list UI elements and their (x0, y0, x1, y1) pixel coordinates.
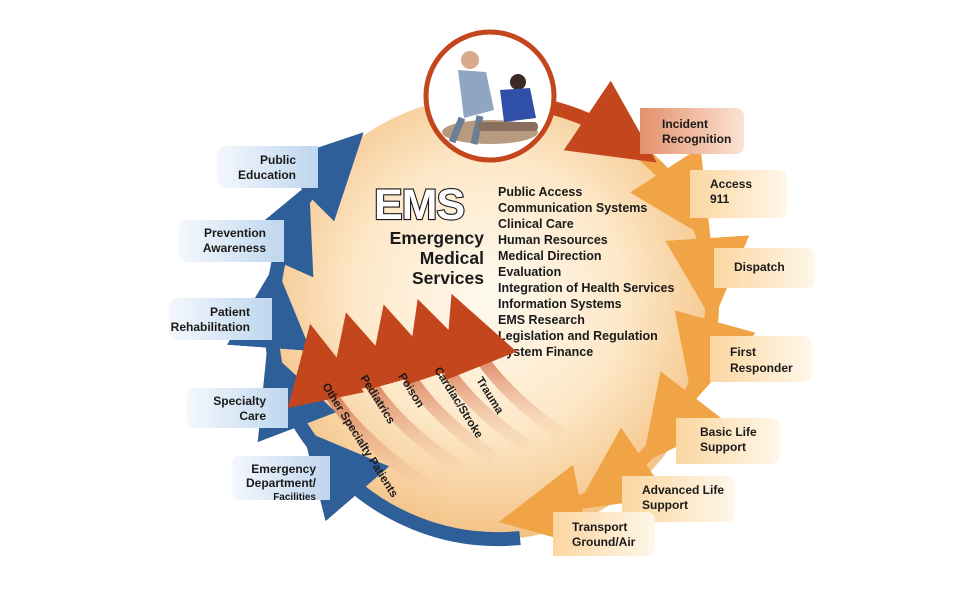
step-basic-life-support: Basic Life Support (676, 418, 780, 464)
step-label: Transport (572, 520, 627, 534)
step-label: Dispatch (734, 260, 785, 274)
step-label: Patient (210, 305, 250, 319)
step-first-responder: First Responder (710, 336, 812, 382)
component-item: Clinical Care (498, 217, 574, 231)
step-label: First (730, 345, 756, 359)
step-specialty-care: Specialty Care (187, 388, 288, 428)
ring-arrow-2 (665, 215, 750, 322)
step-label: Public (260, 153, 296, 167)
component-item: Evaluation (498, 265, 561, 279)
step-label: Department/ (246, 476, 317, 490)
step-patient-rehabilitation: Patient Rehabilitation (169, 298, 272, 340)
step-prevention-awareness: Prevention Awareness (179, 220, 284, 262)
step-label: Support (642, 498, 688, 512)
ring-arrow-5 (575, 427, 669, 510)
ems-title: EMS Emergency Medical Services (373, 180, 485, 288)
right-step-tabs: Incident Recognition Access 911 Dispatch… (553, 108, 815, 556)
component-item: System Finance (498, 345, 593, 359)
step-label: Recognition (662, 132, 731, 146)
ring-arrow-6 (498, 464, 598, 548)
component-item: Integration of Health Services (498, 281, 674, 295)
patient-streams (287, 293, 564, 494)
step-advanced-life-support: Advanced Life Support (622, 476, 735, 522)
step-emergency-department: Emergency Department/ Facilities (232, 456, 330, 503)
step-label: Advanced Life (642, 483, 724, 497)
ring-arrow-4 (642, 371, 727, 464)
ems-acronym: EMS (374, 181, 464, 229)
ems-title-line1: Emergency (390, 228, 485, 248)
step-incident-recognition: Incident Recognition (640, 108, 744, 154)
step-transport: Transport Ground/Air (553, 512, 655, 556)
step-label: Prevention (204, 226, 266, 240)
step-label: 911 (710, 192, 730, 206)
component-item: Legislation and Regulation (498, 329, 658, 343)
ems-title-line2: Medical (420, 248, 484, 268)
stream-arrow-3 (366, 304, 498, 464)
step-label: Rehabilitation (171, 320, 250, 334)
step-label: Incident (662, 117, 708, 131)
step-dispatch: Dispatch (714, 248, 815, 288)
step-label: Facilities (273, 492, 316, 503)
ems-title-line3: Services (412, 268, 484, 288)
ring-arrow-3 (674, 297, 756, 403)
component-item: Human Resources (498, 233, 608, 247)
left-step-tabs: Emergency Department/ Facilities Special… (169, 146, 330, 503)
component-item: Medical Direction (498, 249, 602, 263)
stream-arrow-2 (328, 312, 466, 476)
step-label: Specialty (213, 394, 266, 408)
component-item: Public Access (498, 185, 582, 199)
stream-arrow-4 (405, 299, 530, 452)
step-label: Basic Life (700, 425, 757, 439)
stream-arrow-1 (287, 323, 434, 494)
component-item: Information Systems (498, 297, 622, 311)
component-item: Communication Systems (498, 201, 647, 215)
step-label: Education (238, 168, 296, 182)
step-label: Awareness (203, 241, 266, 255)
step-label: Support (700, 440, 746, 454)
orange-ring-arrows (498, 142, 756, 548)
step-access-911: Access 911 (690, 170, 787, 218)
step-public-education: Public Education (217, 146, 318, 188)
paramedic-photo (423, 29, 557, 163)
component-item: EMS Research (498, 313, 585, 327)
components-list: Public Access Communication Systems Clin… (498, 185, 674, 359)
ring-arrow-blue-3 (227, 264, 311, 374)
ring-arrow-blue-1 (302, 430, 521, 547)
step-label: Care (239, 409, 266, 423)
stream-arrow-5 (444, 293, 564, 440)
step-label: Ground/Air (572, 535, 636, 549)
step-label: Access (710, 177, 752, 191)
step-label: Emergency (251, 462, 316, 476)
step-label: Responder (730, 361, 793, 375)
